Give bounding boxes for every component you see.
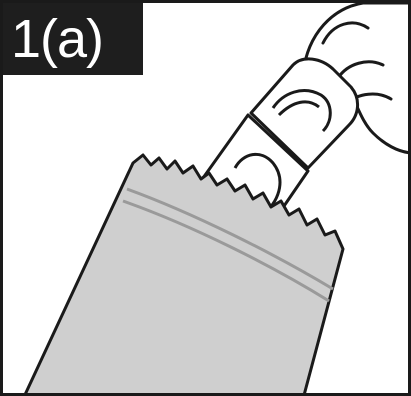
step-label: 1(a) (3, 3, 143, 75)
